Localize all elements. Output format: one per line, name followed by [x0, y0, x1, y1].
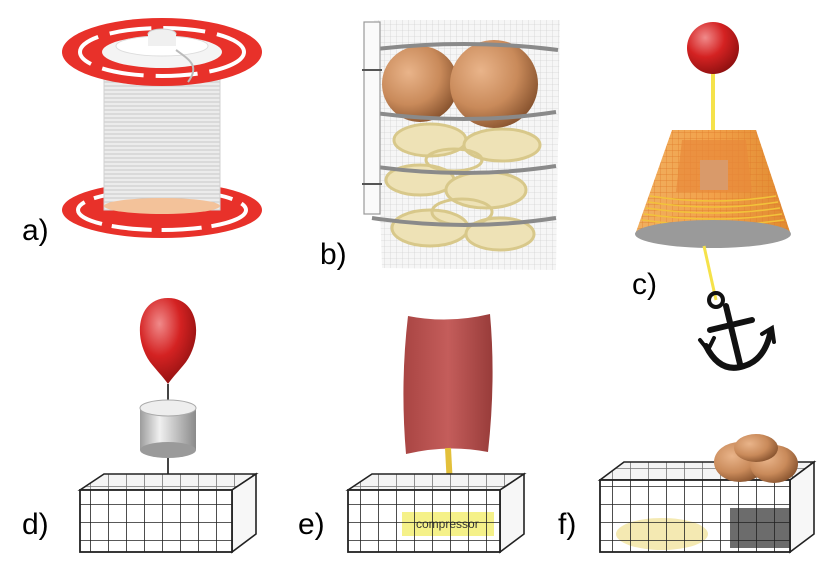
label-e: e)	[298, 508, 325, 541]
cage-icon	[77, 472, 259, 554]
balloon-icon	[139, 298, 197, 478]
label-c: c)	[632, 268, 657, 301]
label-b: b)	[320, 238, 347, 271]
anchor-icon	[698, 291, 776, 371]
egg-floats-icon	[714, 434, 798, 483]
bag-icon	[403, 314, 493, 487]
label-a: a)	[22, 214, 49, 247]
cage-icon: compressor	[345, 472, 527, 554]
label-d: d)	[22, 508, 49, 541]
buoy-trap-icon	[635, 22, 791, 301]
floats-and-coils-icon	[362, 20, 560, 270]
label-f: f)	[558, 508, 576, 541]
spool-icon	[62, 18, 262, 238]
